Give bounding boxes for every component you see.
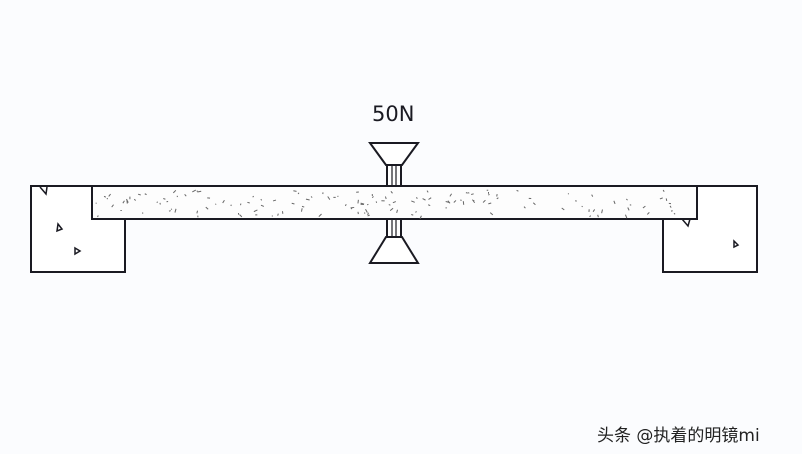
bottom-clamp	[368, 236, 420, 264]
beam-texture	[95, 189, 676, 220]
watermark: 头条 @执着的明镜mi	[597, 426, 760, 446]
top-clamp	[368, 142, 420, 166]
top-clamp-stem	[386, 164, 402, 187]
bottom-clamp-stem	[386, 218, 402, 238]
aggregate-marks	[39, 186, 740, 256]
load-label: 50N	[372, 102, 415, 126]
